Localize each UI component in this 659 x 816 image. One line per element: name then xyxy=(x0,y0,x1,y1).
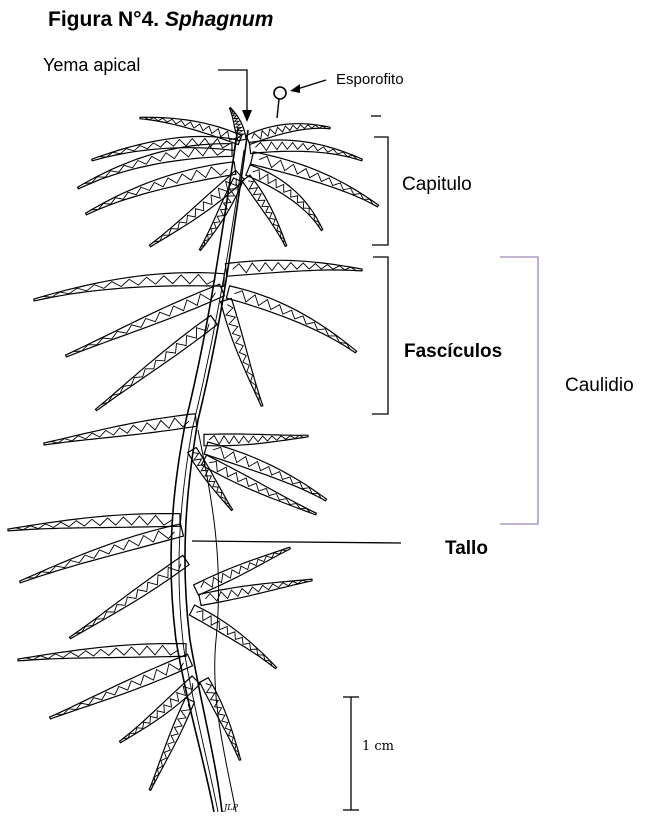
branch-scales xyxy=(201,550,287,588)
label-esporofito: Esporofito xyxy=(336,71,404,88)
label-fasciculos: Fascículos xyxy=(404,341,502,363)
branch-outline xyxy=(225,260,362,276)
branch-outline xyxy=(78,144,233,189)
label-tallo: Tallo xyxy=(445,538,488,560)
branch-outline xyxy=(8,514,180,531)
stem-strand xyxy=(171,128,238,812)
caulidio-bracket xyxy=(500,257,538,524)
branch-scales xyxy=(205,580,307,601)
capitulo-bracket xyxy=(372,137,388,245)
branch-scales xyxy=(75,564,181,634)
tallo-leader xyxy=(192,541,401,543)
yema-apical-arrowhead xyxy=(242,110,252,122)
branch-outline xyxy=(18,644,186,661)
branch-scales xyxy=(226,305,259,402)
branch-scales xyxy=(253,170,319,227)
branch-scales xyxy=(27,531,175,578)
branch-outline xyxy=(120,676,200,743)
branch-outline xyxy=(221,299,263,407)
label-yema-apical: Yema apical xyxy=(43,55,140,76)
branch-scales xyxy=(56,663,184,715)
esporofito-arrowhead xyxy=(290,84,300,93)
branch-outline xyxy=(226,286,356,353)
label-scale: 1 cm xyxy=(362,739,394,754)
label-caulidio: Caulidio xyxy=(565,375,634,397)
branch-outline xyxy=(246,165,323,231)
artist-signature: JLP xyxy=(224,803,238,812)
branch-outline xyxy=(199,579,312,605)
plant-drawing xyxy=(8,108,379,812)
fasciculos-bracket xyxy=(372,257,388,414)
sporophyte-capsule xyxy=(274,87,286,99)
label-capitulo: Capitulo xyxy=(402,174,472,196)
sporophyte-stalk xyxy=(277,99,279,118)
branch-outline xyxy=(20,524,184,583)
